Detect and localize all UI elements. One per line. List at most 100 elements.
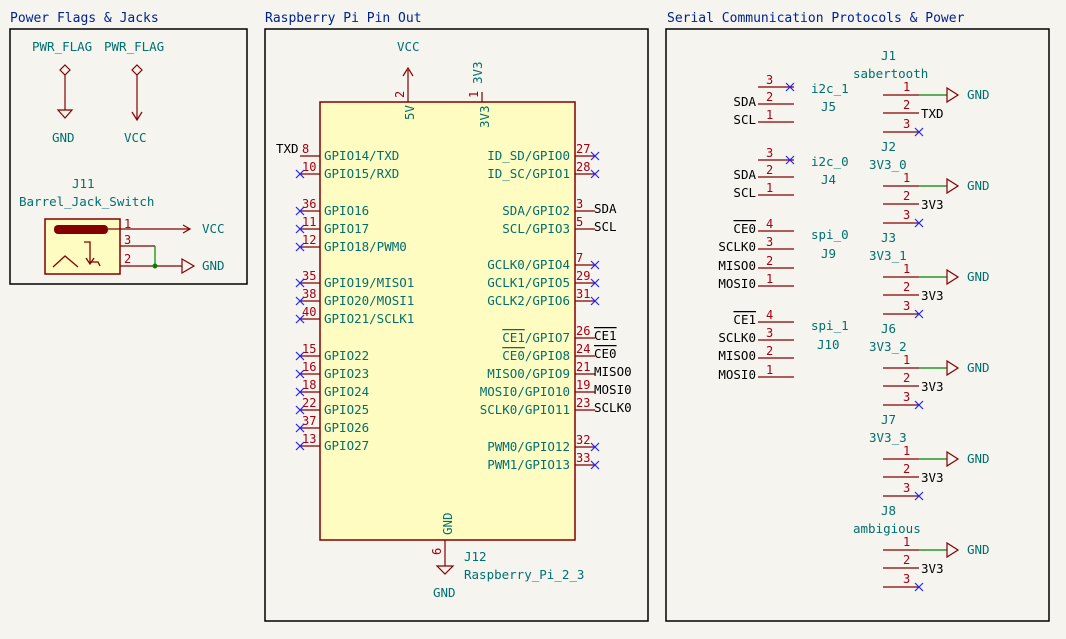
no-connect-mark xyxy=(590,260,600,270)
net-label: SCL xyxy=(594,219,617,234)
barrel-jack-j11[interactable]: J11 Barrel_Jack_Switch 1 3 2 VCC GND xyxy=(19,176,225,275)
pwr-flag-gnd[interactable]: PWR_FLAG GND xyxy=(32,39,92,145)
no-connect-mark xyxy=(590,278,600,288)
pin-number: 40 xyxy=(302,305,316,319)
pin-number: 35 xyxy=(302,269,316,283)
pin-name: GPIO19/MISO1 xyxy=(324,275,414,290)
no-connect-mark xyxy=(590,460,600,470)
net-label: 3V3 xyxy=(921,470,944,485)
gnd-label: GND xyxy=(967,87,990,102)
pin-number: 2 xyxy=(766,90,773,104)
pin-number: 21 xyxy=(576,360,590,374)
raspberry-pi-j12[interactable]: VCC 3V3 2 1 5V 3V3 GND 6 GND J12 Raspber… xyxy=(319,39,584,600)
gnd-symbol xyxy=(946,86,960,104)
gnd-symbol xyxy=(181,257,196,275)
pin-number: 32 xyxy=(576,433,590,447)
pin-name: GPIO27 xyxy=(324,438,369,453)
pin-name: MOSI0/GPIO10 xyxy=(480,384,570,399)
no-connect-mark xyxy=(295,242,305,252)
no-connect-mark xyxy=(914,491,924,501)
connector-ref: J7 xyxy=(881,412,896,427)
no-connect-mark xyxy=(295,387,305,397)
pi-pin-left[interactable]: 40 GPIO21/SCLK1 xyxy=(295,305,414,326)
pin-number: 11 xyxy=(302,215,316,229)
pin-number: 10 xyxy=(302,160,316,174)
gnd-symbol xyxy=(946,541,960,559)
section-title-pi: Raspberry Pi Pin Out xyxy=(265,11,422,26)
pin-number: 3 xyxy=(576,197,583,211)
no-connect-mark xyxy=(590,151,600,161)
net-label: 3V3 xyxy=(921,379,944,394)
pin-name: GPIO16 xyxy=(324,203,369,218)
pin-number: 27 xyxy=(576,142,590,156)
pin-number: 3 xyxy=(766,146,773,160)
net-label: SDA xyxy=(733,94,756,109)
net-label: CE1 xyxy=(733,312,756,327)
gnd-label: GND xyxy=(967,360,990,375)
pin-number: 1 xyxy=(903,353,910,367)
connector-ref: J3 xyxy=(881,230,896,245)
pin-number: 26 xyxy=(576,324,590,338)
net-label: 3V3 xyxy=(921,288,944,303)
pin-number: 3 xyxy=(766,73,773,87)
connector-ref: J10 xyxy=(817,337,840,352)
pin-name: GPIO23 xyxy=(324,366,369,381)
no-connect-mark xyxy=(914,127,924,137)
no-connect-mark xyxy=(590,169,600,179)
pin-number: 3 xyxy=(766,235,773,249)
pi-pin-left[interactable]: 35 GPIO19/MISO1 xyxy=(295,269,414,290)
net-label: SDA xyxy=(594,201,617,216)
net-label: SCLK0 xyxy=(718,330,756,345)
net-label: SCLK0 xyxy=(594,400,632,415)
pin-number: 18 xyxy=(302,378,316,392)
power-section-frame xyxy=(9,28,248,285)
vcc-label: VCC xyxy=(124,130,147,145)
pin-name: GCLK1/GPIO5 xyxy=(487,275,570,290)
connector-value: 3V3_1 xyxy=(869,248,907,263)
pin-number: 4 xyxy=(766,308,773,322)
pin-name: GPIO21/SCLK1 xyxy=(324,311,414,326)
connector-ref: J4 xyxy=(821,172,836,187)
pwr-flag-1-label: PWR_FLAG xyxy=(32,39,92,54)
pin-number: 22 xyxy=(302,396,316,410)
pwr-flag-vcc[interactable]: PWR_FLAG VCC xyxy=(104,39,164,145)
